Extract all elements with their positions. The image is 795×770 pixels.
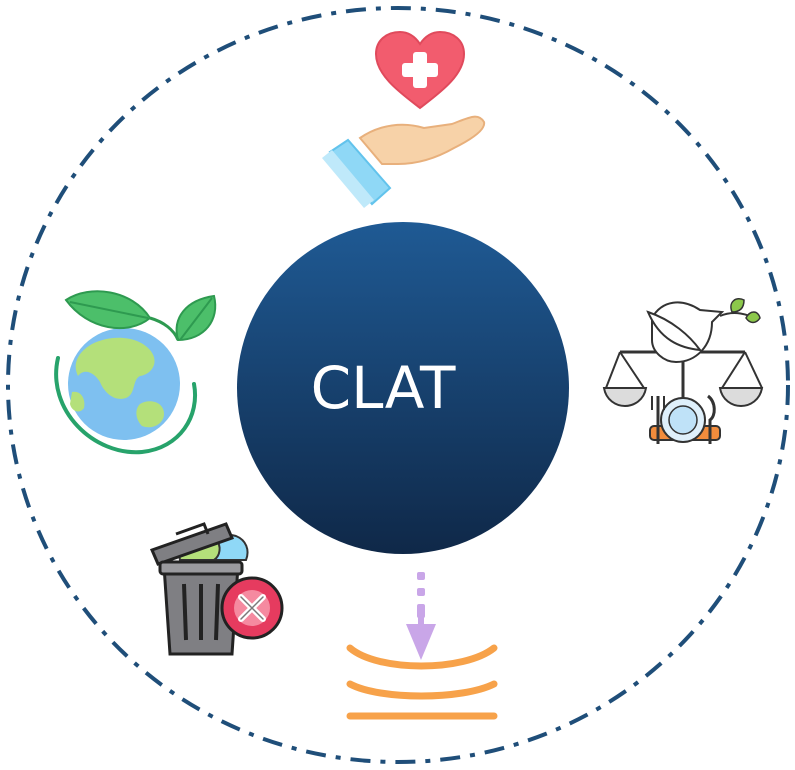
no-waste-trash-bin-icon bbox=[149, 522, 284, 656]
pressure-down-arrow-icon bbox=[346, 572, 498, 720]
center-node: CLAT bbox=[237, 222, 569, 554]
outer-ring bbox=[6, 6, 790, 764]
center-circle bbox=[237, 222, 569, 554]
healthcare-hand-heart-icon bbox=[322, 30, 486, 208]
center-label: CLAT bbox=[311, 354, 456, 422]
peace-justice-food-icon bbox=[602, 298, 764, 444]
green-earth-leaves-icon bbox=[54, 290, 217, 455]
